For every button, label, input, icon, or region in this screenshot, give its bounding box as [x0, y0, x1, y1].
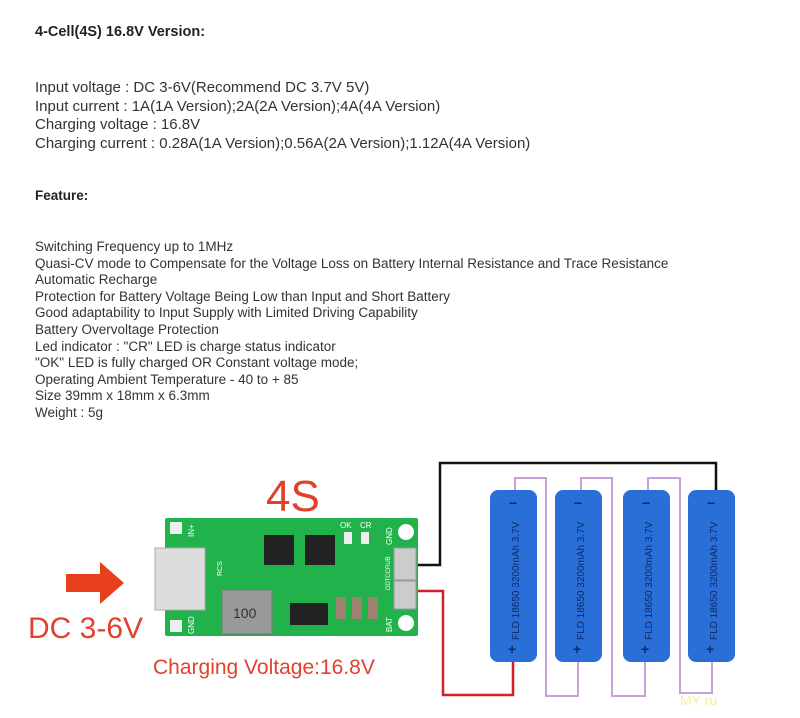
capacitor: [352, 597, 362, 619]
mounting-hole: [398, 524, 414, 540]
minus-icon: −: [707, 495, 715, 511]
pcb-label-rcs: RCS: [217, 561, 224, 576]
plus-icon: +: [641, 641, 649, 657]
battery-body: [490, 490, 537, 662]
input-arrow-icon: [66, 562, 124, 604]
pcb-label-in: IN+: [187, 524, 196, 537]
feature-item: Quasi-CV mode to Compensate for the Volt…: [35, 255, 669, 271]
feature-list: Switching Frequency up to 1MHz Quasi-CV …: [35, 239, 668, 422]
cell-count-label: 4S: [266, 472, 320, 521]
pcb-label-ok: OK: [340, 521, 352, 530]
feature-item: Switching Frequency up to 1MHz: [35, 239, 234, 254]
pcb-label-cr: CR: [360, 521, 372, 530]
feature-item: Good adaptability to Input Supply with L…: [35, 305, 418, 321]
pcb-label-bat: BAT: [385, 617, 394, 632]
diode: [290, 603, 328, 625]
series-wire: [514, 477, 579, 697]
battery-cell: FLD 18650 3200mAh 3.7V+ −: [555, 490, 602, 662]
feature-item: Led indicator : "CR" LED is charge statu…: [35, 338, 336, 354]
section-title: 4-Cell(4S) 16.8V Version:: [35, 24, 206, 40]
minus-icon: −: [574, 495, 582, 511]
battery-cell: FLD 18650 3200mAh 3.7V+ −: [490, 490, 537, 662]
minus-icon: −: [642, 495, 650, 511]
feature-item: Size 39mm x 18mm x 6.3mm: [35, 388, 210, 404]
battery-label: FLD 18650 3200mAh 3.7V: [644, 521, 655, 640]
chip: [264, 535, 294, 565]
minus-icon: −: [509, 495, 517, 511]
spec-charging-current: Charging current : 0.28A(1A Version);0.5…: [35, 134, 531, 152]
feature-item: Automatic Recharge: [35, 272, 158, 288]
pcb-label-model: DDTCCRUB: [386, 556, 392, 590]
gnd-wire: [405, 461, 718, 567]
feature-item: Protection for Battery Voltage Being Low…: [35, 288, 451, 304]
pad: [170, 522, 182, 534]
pcb-label-gnd-left: GND: [187, 616, 196, 634]
plus-icon: +: [508, 641, 516, 657]
pcb-label-gnd-right: GND: [385, 527, 394, 545]
battery-label: FLD 18650 3200mAh 3.7V: [576, 521, 587, 640]
input-voltage-label: DC 3-6V: [28, 612, 143, 645]
series-wire: [647, 477, 713, 694]
battery-cell: FLD 18650 3200mAh 3.7V+ −: [623, 490, 670, 662]
watermark: MY ru: [680, 692, 717, 708]
inductor-label: 100: [233, 605, 257, 621]
battery-body: [623, 490, 670, 662]
feature-item: Weight : 5g: [35, 404, 104, 420]
capacitor: [336, 597, 346, 619]
chip: [305, 535, 335, 565]
feature-heading: Feature:: [35, 188, 89, 203]
battery-body: [555, 490, 602, 662]
gnd-terminal: [393, 547, 417, 581]
capacitor: [368, 597, 378, 619]
bat-wire: [406, 589, 515, 697]
pad: [170, 620, 182, 632]
spec-charging-voltage: Charging voltage : 16.8V: [35, 116, 201, 133]
series-wire: [580, 477, 646, 697]
spec-input-voltage: Input voltage : DC 3-6V(Recommend DC 3.7…: [35, 79, 370, 96]
battery-label: FLD 18650 3200mAh 3.7V: [709, 521, 720, 640]
battery-cell: FLD 18650 3200mAh 3.7V+ −: [688, 490, 735, 662]
inductor: [221, 589, 273, 635]
bat-terminal: [393, 580, 417, 610]
mounting-hole: [398, 615, 414, 631]
usb-c-port: [154, 547, 206, 611]
feature-item: Battery Overvoltage Protection: [35, 321, 219, 337]
spec-input-current: Input current : 1A(1A Version);2A(2A Ver…: [35, 97, 441, 115]
spec-list: Input voltage : DC 3-6V(Recommend DC 3.7…: [35, 79, 530, 153]
feature-item: Operating Ambient Temperature - 40 to + …: [35, 371, 299, 387]
plus-icon: +: [706, 641, 714, 657]
feature-item: "OK" LED is fully charged OR Constant vo…: [35, 355, 359, 371]
battery-label: FLD 18650 3200mAh 3.7V: [511, 521, 522, 640]
charging-voltage-label: Charging Voltage:16.8V: [153, 656, 375, 679]
plus-icon: +: [573, 641, 581, 657]
led-cr: [361, 532, 369, 544]
led-ok: [344, 532, 352, 544]
wiring-diagram: FLD 18650 3200mAh 3.7V+−FLD 18650 3200mA…: [28, 461, 735, 708]
battery-body: [688, 490, 735, 662]
